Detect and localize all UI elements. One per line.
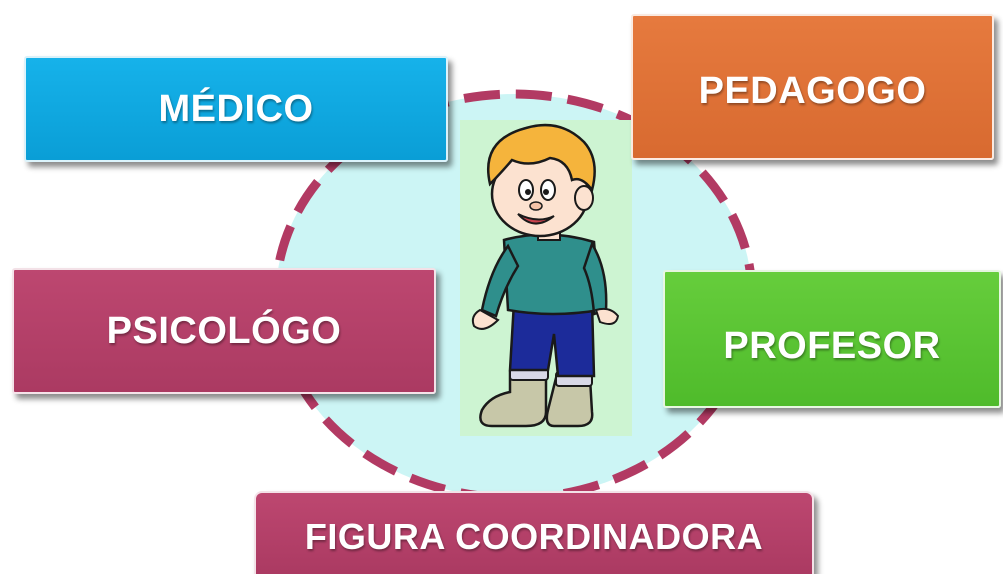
figura-coordinadora-label: FIGURA COORDINADORA (304, 516, 764, 557)
child-illustration (460, 120, 632, 436)
medico-label: MÉDICO (158, 87, 314, 130)
psicologo-box: PSICOLÓGO (12, 268, 436, 394)
profesor-label: PROFESOR (723, 324, 941, 367)
cartoon-boy-icon (471, 123, 620, 428)
pedagogo-label: PEDAGOGO (698, 70, 927, 112)
pedagogo-box: PEDAGOGO (631, 14, 994, 160)
psicologo-label: PSICOLÓGO (106, 309, 342, 352)
profesor-box: PROFESOR (663, 270, 1001, 408)
figura-coordinadora-box: FIGURA COORDINADORA (254, 491, 814, 574)
medico-box: MÉDICO (24, 56, 448, 162)
